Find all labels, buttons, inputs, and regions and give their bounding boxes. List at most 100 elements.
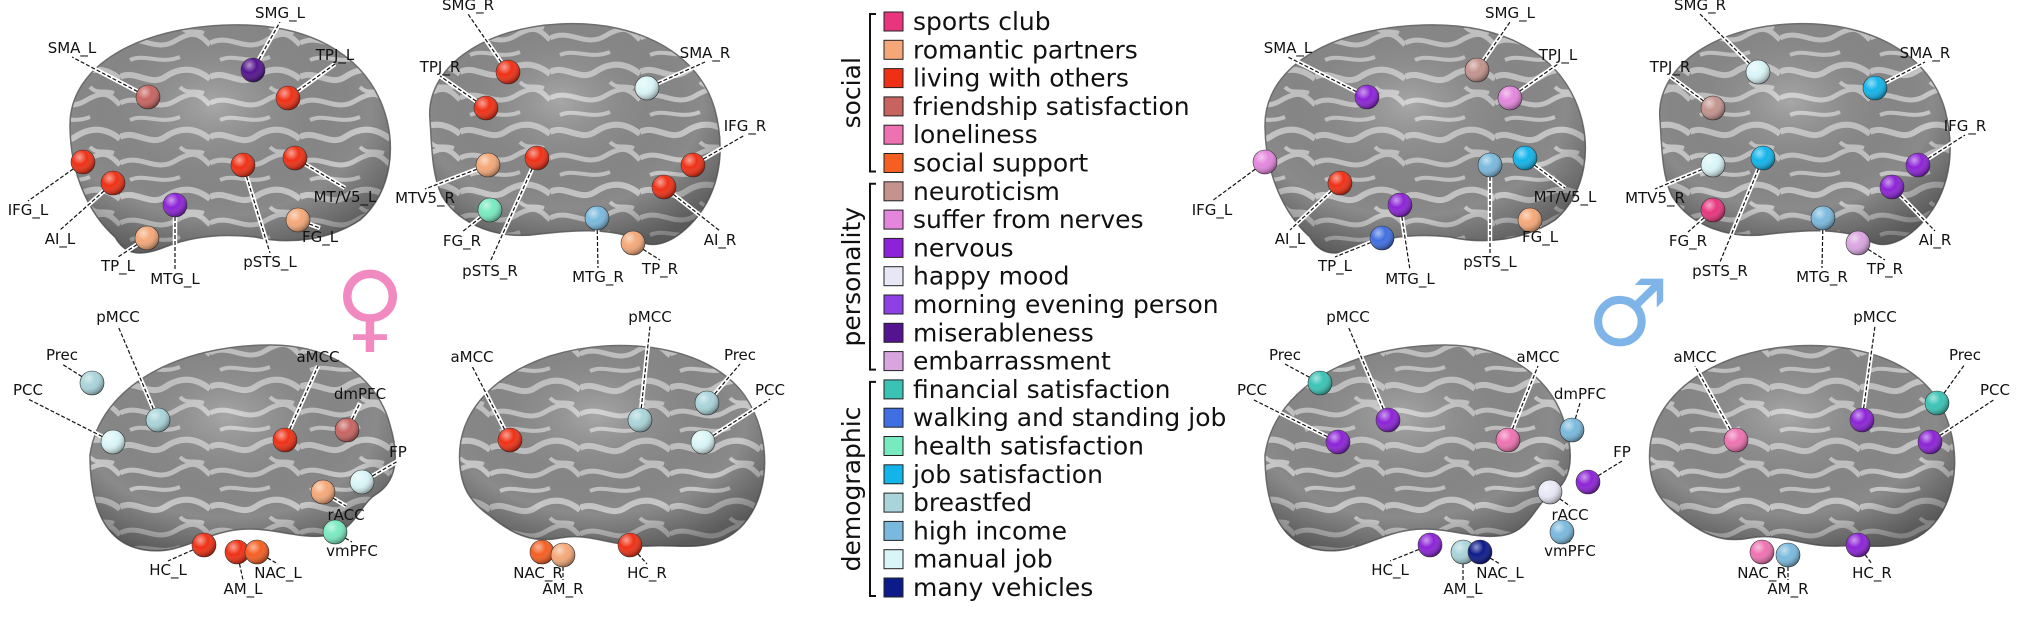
legend-nervous-label: nervous — [913, 233, 1013, 262]
male-left-medial-racc-label: rACC — [1551, 506, 1588, 524]
male-left-lateral-ifg-l-leader — [1211, 161, 1266, 202]
female-left-medial-dmpfc-leader — [346, 402, 361, 431]
female-left-lateral-tpj-l-marker — [275, 85, 301, 111]
male-left-lateral-mt-v5-l-marker — [1512, 145, 1538, 171]
male-right-lateral-psts-r-marker — [1750, 145, 1776, 171]
female-right-lateral-brain — [429, 22, 721, 246]
female-left-medial-am-l-label: AM_L — [223, 580, 263, 599]
female-left-medial-racc-label: rACC — [327, 506, 364, 524]
male-left-medial-pcc-leader — [1251, 398, 1339, 443]
female-right-lateral-mtv5-r-label: MTV5_R — [395, 189, 455, 208]
female-left-lateral-psts-l-leader — [242, 164, 271, 254]
male-left-medial-am-l-label: AM_L — [1443, 580, 1483, 599]
female-left-medial-pmcc-leader — [117, 325, 159, 421]
female-left-lateral-ai-l-marker — [100, 170, 126, 196]
legend-many-vehicles-label: many vehicles — [913, 573, 1093, 602]
male-left-lateral-mtg-l-marker — [1387, 192, 1413, 218]
female-right-lateral-tpj-r-marker — [473, 95, 499, 121]
male-left-medial-prec-marker — [1307, 370, 1333, 396]
female-left-medial-hc-l-marker — [191, 532, 217, 558]
male-right-lateral-fg-r-label: FG_R — [1669, 232, 1707, 251]
legend-romantic-partners-swatch — [883, 39, 904, 60]
female-right-lateral-sma-r-leader — [646, 61, 706, 89]
male-left-medial-amcc-leader — [1507, 365, 1539, 441]
legend-financial-satisfaction: financial satisfaction — [883, 375, 1171, 404]
legend-loneliness: loneliness — [883, 120, 1038, 149]
male-left-medial-nac-l-label: NAC_L — [1476, 564, 1524, 583]
legend-morning-evening-person: morning evening person — [883, 290, 1219, 319]
legend-living-with-others-swatch — [883, 68, 904, 89]
legend-walking-and-standing-job-label: walking and standing job — [913, 403, 1226, 432]
legend-manual-job-label: manual job — [913, 545, 1053, 574]
female-left-medial-nac-l-label: NAC_L — [254, 564, 302, 583]
legend-neuroticism-label: neuroticism — [913, 177, 1060, 206]
legend-miserableness-label: miserableness — [913, 318, 1094, 347]
region-labels: SMA_LSMG_LTPJ_LIFG_LAI_LTP_LMTG_LpSTS_LF… — [8, 0, 2010, 599]
male-right-lateral-tpj-r-marker — [1700, 95, 1726, 121]
male-right-medial-nac-r-label: NAC_R — [1737, 564, 1787, 583]
female-left-lateral-smg-l-marker — [240, 57, 266, 83]
male-left-lateral-mt-v5-l-label: MT/V5_L — [1534, 188, 1597, 207]
male-left-medial-pmcc-leader — [1347, 325, 1389, 421]
female-right-lateral-tp-r-marker — [620, 230, 646, 256]
female-right-lateral-fg-r-label: FG_R — [443, 232, 481, 251]
legend-embarrassment-label: embarrassment — [913, 347, 1111, 376]
legend-health-satisfaction: health satisfaction — [883, 432, 1144, 461]
male-right-medial-nac-r-marker — [1749, 539, 1775, 565]
female-left-medial-dmpfc-label: dmPFC — [334, 385, 386, 403]
legend-neuroticism: neuroticism — [883, 177, 1060, 206]
male-left-lateral-mtg-l-label: MTG_L — [1385, 270, 1435, 289]
legend-group-bracket-social — [869, 13, 876, 173]
female-right-lateral-psts-r-marker — [524, 145, 550, 171]
male-right-medial-amcc-marker — [1723, 427, 1749, 453]
legend-social-support-swatch — [883, 153, 904, 173]
male-left-lateral-ifg-l-marker — [1252, 149, 1278, 175]
legend-happy-mood-label: happy mood — [913, 262, 1069, 291]
male-left-medial-dmpfc-label: dmPFC — [1554, 385, 1606, 403]
female-right-medial-pmcc-leader — [639, 325, 651, 421]
legend-miserableness-swatch — [883, 322, 904, 343]
legend-nervous: nervous — [883, 233, 1013, 262]
male-right-medial-pmcc-label: pMCC — [1853, 308, 1896, 326]
legend-nervous-swatch — [883, 237, 904, 258]
legend-loneliness-swatch — [883, 124, 904, 145]
male-left-medial-racc-marker — [1537, 479, 1563, 505]
male-left-medial-pmcc-label: pMCC — [1326, 308, 1369, 326]
female-right-medial-amcc-label: aMCC — [450, 348, 493, 366]
legend-walking-and-standing-job-swatch — [883, 407, 904, 428]
legend-walking-and-standing-job: walking and standing job — [883, 403, 1226, 432]
male-left-medial-pcc-marker — [1325, 429, 1351, 455]
male-right-medial-hc-r-label: HC_R — [1852, 564, 1892, 583]
male-right-medial-amcc-label: aMCC — [1673, 348, 1716, 366]
female-left-lateral-ifg-l-label: IFG_L — [8, 201, 49, 220]
male-left-lateral-sma-l-leader — [1287, 56, 1368, 98]
female-left-medial-pmcc-label: pMCC — [96, 308, 139, 326]
female-left-medial-pcc-label: PCC — [13, 381, 43, 399]
female-left-lateral-mtg-l-label: MTG_L — [150, 270, 200, 289]
legend-manual-job: manual job — [883, 545, 1053, 574]
female-left-lateral-tpj-l-label: TPJ_L — [315, 46, 355, 65]
female-right-medial-pcc-marker — [690, 429, 716, 455]
female-left-medial-fp-label: FP — [389, 443, 407, 461]
female-right-lateral-tp-r-label: TP_R — [641, 260, 678, 279]
female-right-medial-hc-r-label: HC_R — [627, 564, 667, 583]
female-right-medial-pmcc-label: pMCC — [628, 308, 671, 326]
female-left-medial-vmpfc-label: vmPFC — [326, 542, 378, 560]
male-right-lateral-ai-r-marker — [1879, 174, 1905, 200]
legend-sports-club-label: sports club — [913, 7, 1051, 36]
male-left-lateral-ifg-l-label: IFG_L — [1192, 201, 1233, 220]
legend-group-demographic: demographic — [837, 407, 866, 572]
male-left-medial-vmpfc-marker — [1549, 519, 1575, 545]
legend-romantic-partners-label: romantic partners — [913, 35, 1138, 64]
female-left-lateral-psts-l-marker — [230, 152, 256, 178]
male-right-lateral-ifg-r-label: IFG_R — [1944, 117, 1987, 136]
legend-group-social: social — [837, 57, 866, 128]
male-left-medial-fp-label: FP — [1613, 443, 1631, 461]
legend-health-satisfaction-label: health satisfaction — [913, 432, 1144, 461]
female-right-lateral-ai-r-label: AI_R — [704, 231, 737, 250]
legend-embarrassment-swatch — [883, 351, 904, 372]
male-left-lateral-smg-l-label: SMG_L — [1485, 4, 1536, 23]
female-left-lateral-sma-l-marker — [135, 84, 161, 110]
legend-social-support-label: social support — [913, 149, 1088, 178]
legend-suffer-from-nerves-swatch — [883, 209, 904, 230]
